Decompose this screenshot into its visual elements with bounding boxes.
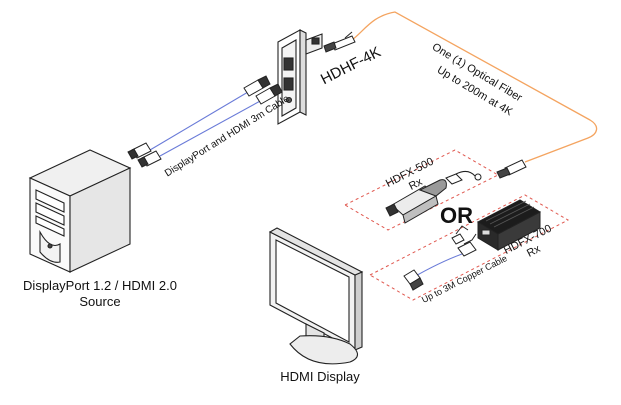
rx500-device bbox=[385, 170, 482, 224]
hdmi-monitor bbox=[268, 227, 364, 365]
optical-fiber-line bbox=[351, 11, 598, 163]
display-label: HDMI Display bbox=[280, 369, 360, 384]
rx500-option-box bbox=[343, 149, 500, 231]
source-label-line2: Source bbox=[79, 294, 121, 309]
fiber-connector-top bbox=[323, 31, 356, 53]
rx700-option-box bbox=[368, 194, 570, 301]
cable-connectors bbox=[127, 75, 283, 168]
or-label: OR bbox=[440, 203, 473, 228]
source-label-line1: DisplayPort 1.2 / HDMI 2.0 bbox=[23, 278, 177, 293]
copper-cable bbox=[411, 253, 463, 279]
copper-cable-connectors bbox=[403, 225, 477, 291]
rx700-device bbox=[476, 199, 542, 251]
displayport-cable bbox=[149, 91, 263, 157]
fiber-connector-bottom bbox=[496, 159, 527, 179]
wallplate-device bbox=[277, 29, 323, 125]
source-computer bbox=[28, 149, 132, 273]
source-label: DisplayPort 1.2 / HDMI 2.0 Source bbox=[0, 278, 200, 310]
